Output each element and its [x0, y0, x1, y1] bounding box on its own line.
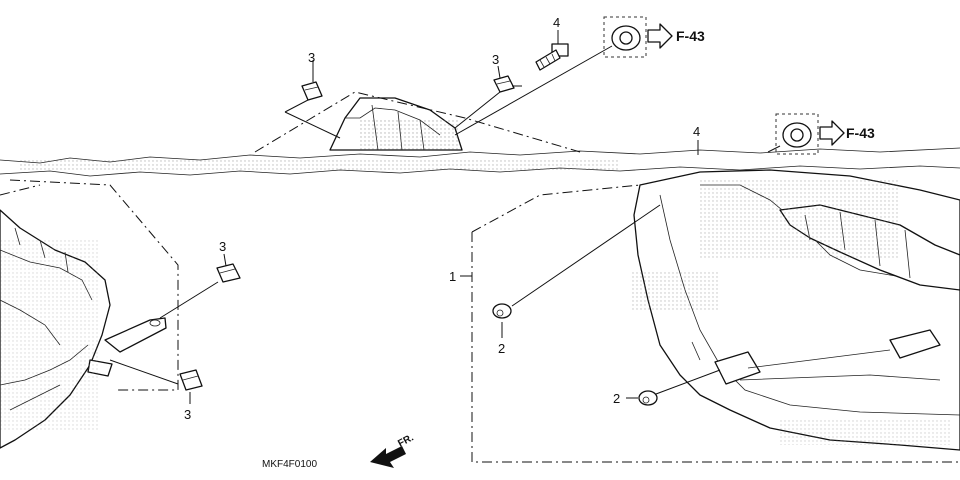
callout-4-top: 4 — [553, 15, 560, 30]
callout-2-lower: 2 — [613, 391, 620, 406]
clip-top-center — [454, 65, 522, 129]
grommet-top — [454, 16, 673, 136]
callout-1: 1 — [449, 269, 456, 284]
clip-lower-left — [109, 359, 203, 404]
ref-f43-right: F-43 — [846, 125, 875, 141]
callout-3-lower-left: 3 — [184, 407, 191, 422]
screw-upper — [492, 204, 661, 338]
callout-3-mid-left: 3 — [219, 239, 226, 254]
right-cowl-part — [630, 169, 960, 451]
bolt-right — [697, 140, 781, 155]
callout-2-upper: 2 — [498, 341, 505, 356]
clip-top-left — [284, 60, 341, 139]
grommet-right — [775, 113, 845, 155]
ref-f43-top: F-43 — [676, 28, 705, 44]
callout-3-top-center: 3 — [492, 52, 499, 67]
callout-3-top-left: 3 — [308, 50, 315, 65]
bolt-top — [535, 30, 569, 71]
assembly-bracket — [460, 184, 960, 463]
upper-cowl-part — [254, 91, 581, 153]
callout-4-right: 4 — [693, 124, 700, 139]
clip-mid-left — [159, 253, 241, 319]
left-cowl-part — [0, 179, 179, 449]
diagram-code: MKF4F0100 — [262, 459, 317, 470]
front-direction-label: FR. — [396, 432, 416, 449]
front-direction-arrow — [370, 446, 406, 468]
screw-lower — [626, 369, 721, 406]
